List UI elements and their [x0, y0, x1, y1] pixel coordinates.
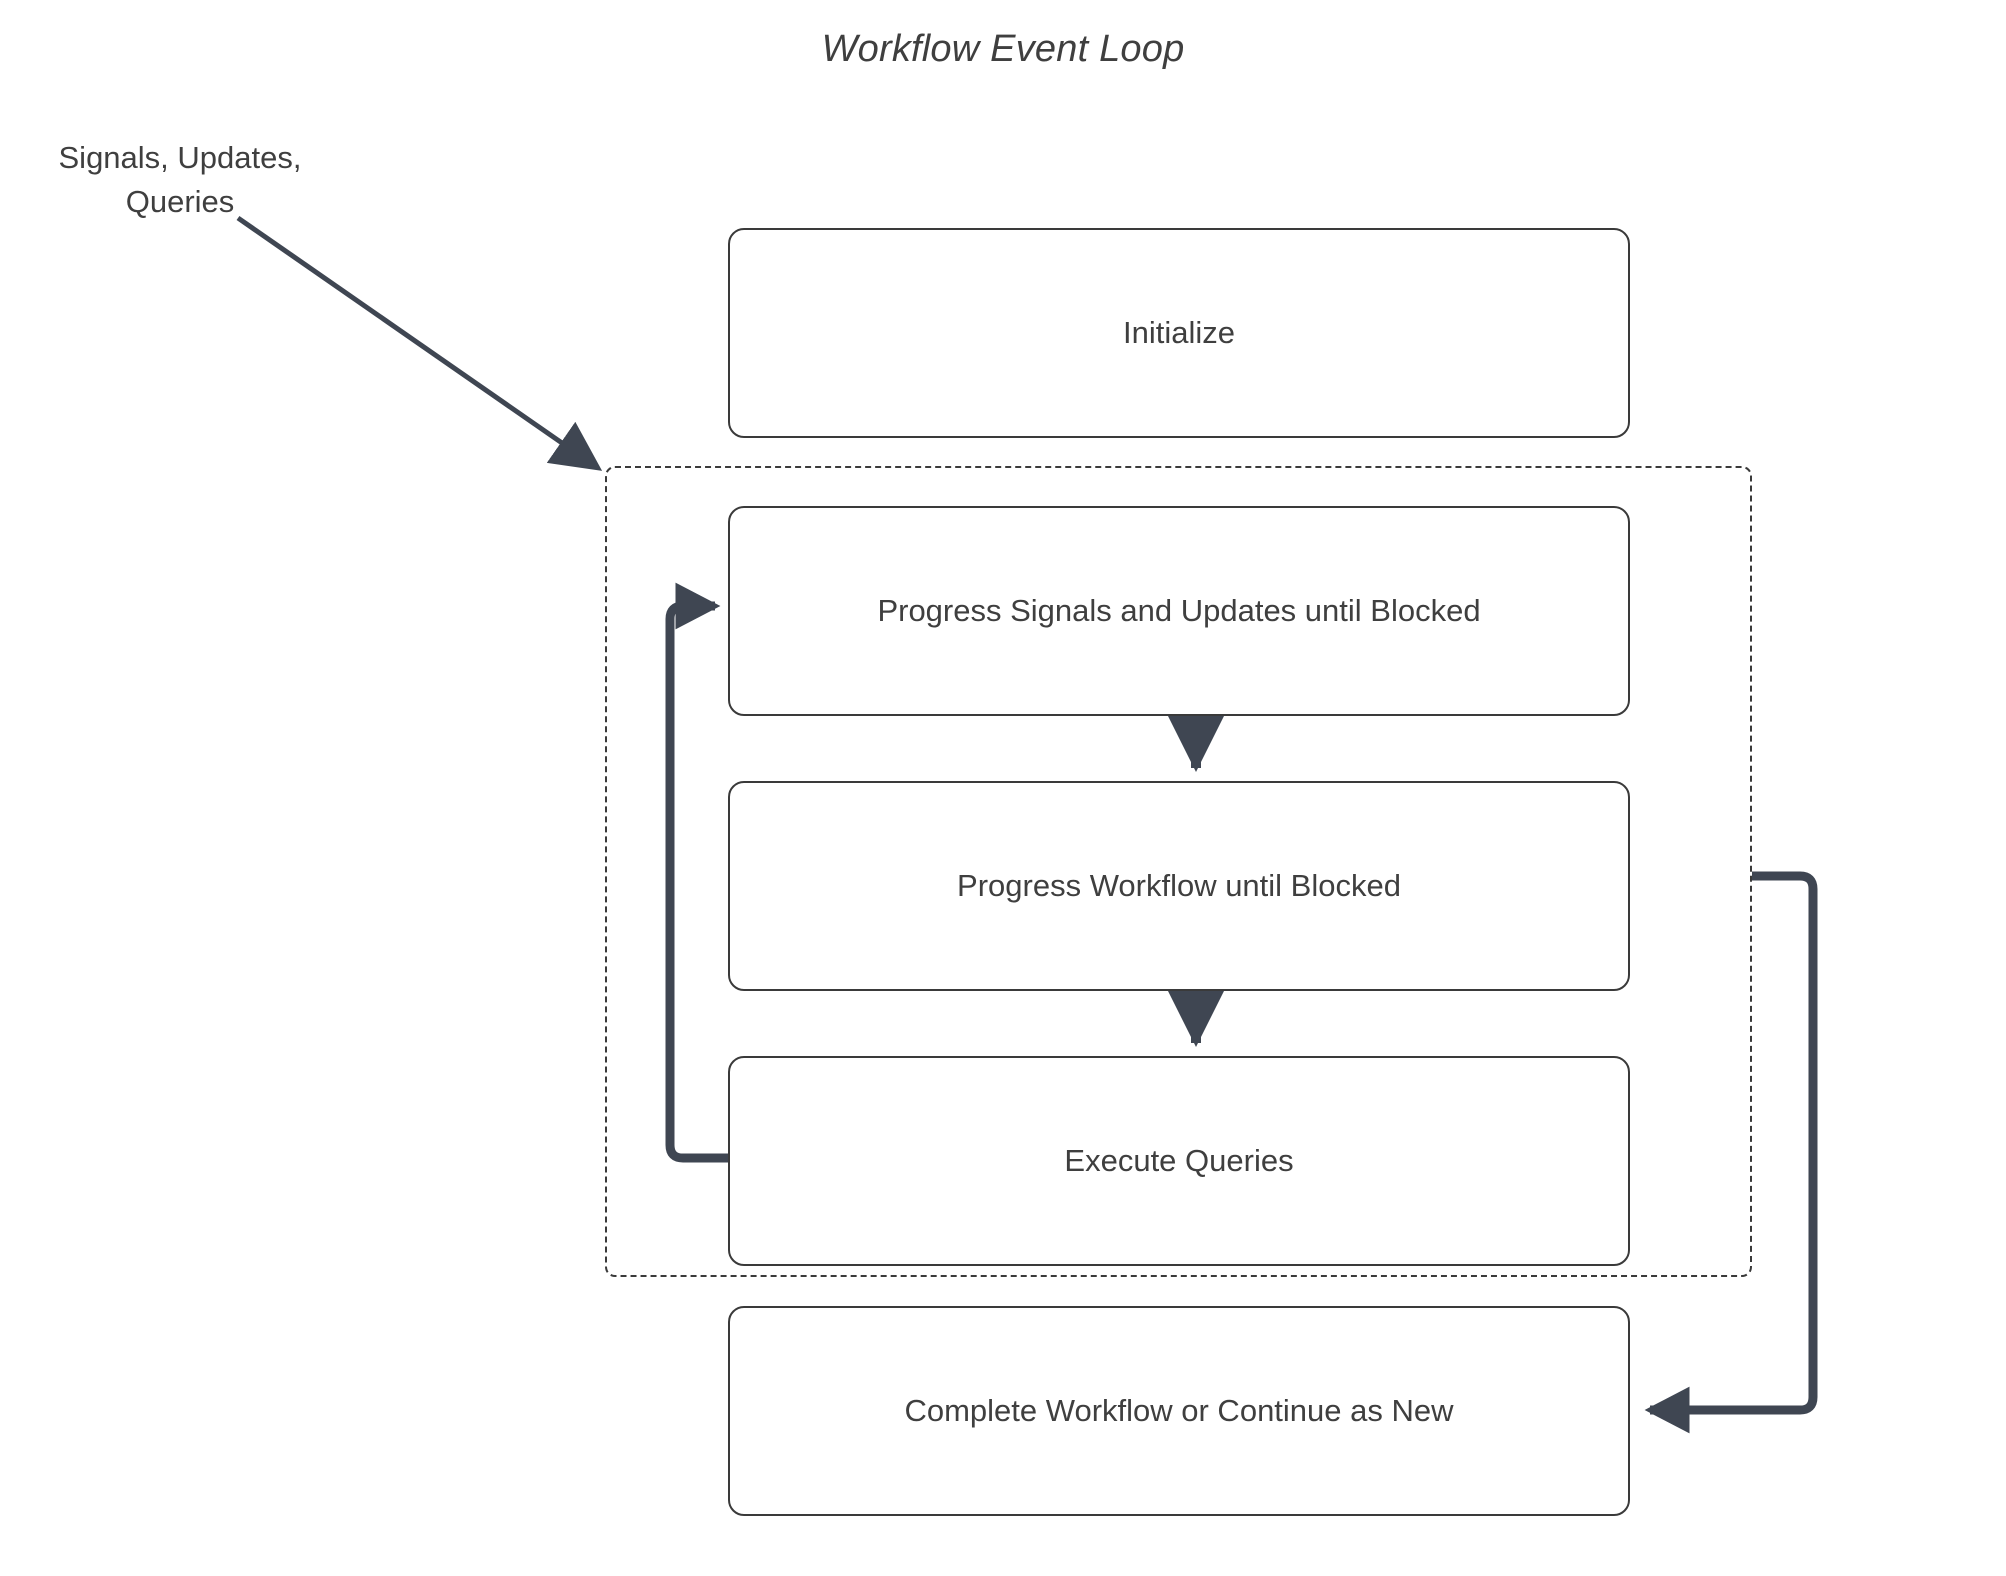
node-progress-signals-label: Progress Signals and Updates until Block… [877, 593, 1481, 628]
node-progress-workflow[interactable]: Progress Workflow until Blocked [728, 781, 1630, 991]
node-complete-workflow[interactable]: Complete Workflow or Continue as New [728, 1306, 1630, 1516]
node-complete-workflow-label: Complete Workflow or Continue as New [904, 1393, 1454, 1428]
edge-external-input-to-loop [236, 215, 603, 471]
node-initialize[interactable]: Initialize [728, 228, 1630, 438]
loop-group-frame [605, 466, 1752, 1277]
node-progress-workflow-label: Progress Workflow until Blocked [957, 868, 1401, 903]
page-title: Workflow Event Loop [821, 28, 1185, 70]
node-initialize-label: Initialize [1123, 315, 1235, 350]
node-execute-queries[interactable]: Execute Queries [728, 1056, 1630, 1266]
node-progress-signals[interactable]: Progress Signals and Updates until Block… [728, 506, 1630, 716]
node-execute-queries-label: Execute Queries [1064, 1143, 1294, 1178]
external-input-label-line-1: Signals, Updates, [58, 140, 302, 175]
external-input-label-line-2: Queries [125, 184, 235, 219]
external-input-label: Signals, Updates, Queries [20, 136, 340, 224]
